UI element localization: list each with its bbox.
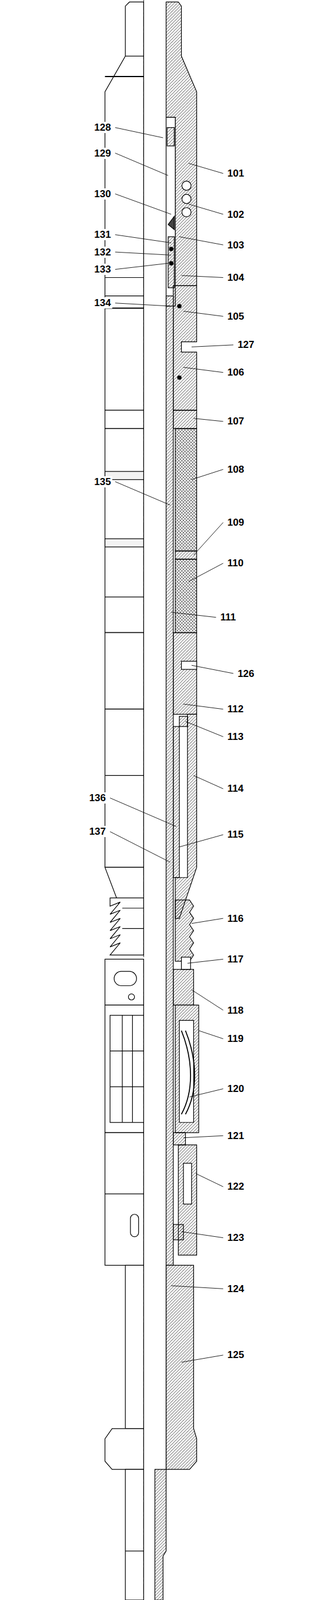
callout-number: 113 bbox=[226, 730, 245, 742]
callout-number: 130 bbox=[92, 188, 112, 200]
callout-number: 131 bbox=[92, 228, 112, 240]
callout-number: 134 bbox=[92, 296, 112, 309]
callout-number: 124 bbox=[226, 1281, 246, 1293]
callout-number: 104 bbox=[226, 271, 246, 283]
callout-number: 135 bbox=[92, 475, 112, 487]
callout-number: 105 bbox=[226, 310, 246, 322]
callout-number: 137 bbox=[88, 824, 107, 837]
callout-number: 121 bbox=[226, 1128, 246, 1140]
callout-number: 109 bbox=[226, 516, 246, 528]
callout-number: 125 bbox=[226, 1347, 246, 1359]
callout-number: 132 bbox=[92, 246, 112, 258]
callout-number: 118 bbox=[226, 1003, 245, 1015]
callout-number: 101 bbox=[226, 167, 246, 179]
callout-number: 102 bbox=[226, 208, 246, 220]
callout-number: 120 bbox=[226, 1081, 246, 1093]
callout-number: 114 bbox=[226, 781, 245, 794]
callout-number: 110 bbox=[226, 556, 245, 568]
callout-number: 106 bbox=[226, 366, 246, 378]
callout-number: 128 bbox=[92, 121, 112, 133]
callout-number: 112 bbox=[226, 702, 245, 714]
callout-number: 123 bbox=[226, 1230, 246, 1242]
callout-number: 103 bbox=[226, 239, 246, 251]
callout-number: 107 bbox=[226, 415, 246, 427]
callout-number: 127 bbox=[236, 338, 256, 350]
callout-number: 136 bbox=[88, 791, 107, 803]
callout-number: 111 bbox=[219, 610, 238, 623]
leader-lines bbox=[109, 127, 234, 1361]
callout-number: 126 bbox=[236, 667, 256, 679]
callout-number: 116 bbox=[226, 911, 245, 924]
callout-number: 117 bbox=[226, 952, 245, 964]
callout-number: 129 bbox=[92, 147, 112, 159]
callout-number: 108 bbox=[226, 463, 246, 475]
callout-number: 119 bbox=[226, 1031, 245, 1043]
callout-number: 122 bbox=[226, 1179, 246, 1191]
callout-number: 133 bbox=[92, 263, 112, 275]
callout-number: 115 bbox=[226, 827, 245, 839]
